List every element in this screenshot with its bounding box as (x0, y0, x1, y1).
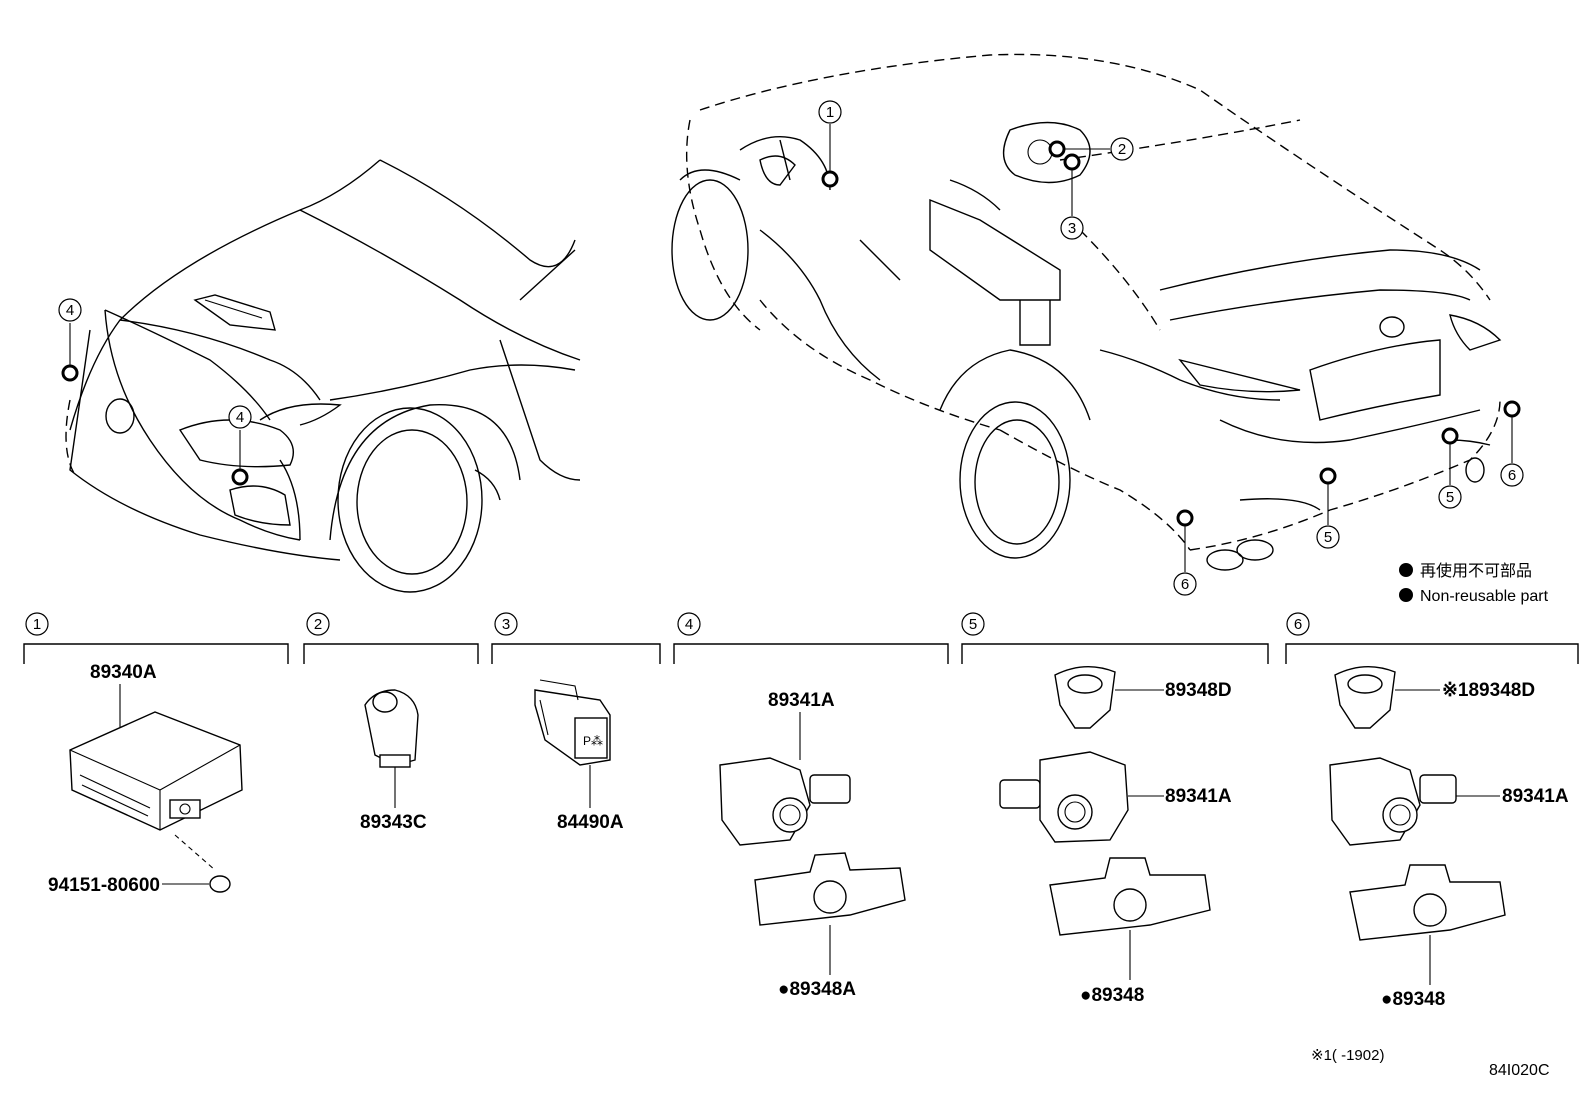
ecu-module-drawing (69, 711, 243, 831)
component-location-dot (821, 170, 839, 188)
callout-2-label: 2 (1118, 141, 1126, 158)
callout-5-label: 5 (1446, 489, 1454, 506)
group-2-circle (306, 612, 330, 636)
part-89348A: ●89348A (778, 979, 856, 1000)
callout-4-label: 4 (236, 409, 244, 426)
non-reusable-marker-icon (1399, 588, 1413, 602)
front-car-illustration: 4 4 (58, 159, 581, 593)
group-5-circle (961, 612, 985, 636)
group-3-number: 3 (502, 616, 510, 633)
rear-car-illustration: 1 2 3 5 5 6 6 (671, 53, 1524, 596)
group-2-parts: 89343C (360, 689, 427, 833)
group-1-number: 1 (33, 616, 41, 633)
group-6-parts: ※189348D 89341A ●89348 (1329, 666, 1569, 1010)
sensor-location-dot (61, 364, 79, 382)
part-84490A: 84490A (557, 812, 624, 833)
group-5-bracket (961, 643, 1269, 664)
clip-drawing (209, 875, 231, 893)
callout-6-label: 6 (1508, 467, 1516, 484)
part-94151-80600: 94151-80600 (48, 875, 160, 896)
part-89341A-g5: 89341A (1165, 786, 1232, 807)
callout-5-circle (1316, 525, 1340, 549)
group-3-bracket (491, 643, 661, 664)
group-3-circle (494, 612, 518, 636)
part-89348D-g6: ※189348D (1442, 680, 1535, 701)
group-5-parts: 89348D 89341A ●89348 (999, 666, 1232, 1006)
callout-2-circle (1110, 137, 1134, 161)
part-89340A: 89340A (90, 662, 157, 683)
group-1-bracket (23, 643, 289, 664)
callout-4-circle (58, 298, 82, 322)
callout-6-circle (1500, 463, 1524, 487)
part-89341A: 89341A (768, 690, 835, 711)
part-89348-g6: ●89348 (1381, 989, 1445, 1010)
group-6-circle (1286, 612, 1310, 636)
part-89348D: 89348D (1165, 680, 1232, 701)
sensor-location-dot (1441, 427, 1459, 445)
callout-6-circle (1173, 572, 1197, 596)
svg-text:P⁂: P⁂ (583, 734, 603, 748)
sensor-location-dot (1503, 400, 1521, 418)
part-89343C: 89343C (360, 812, 427, 833)
group-5-number: 5 (969, 616, 977, 633)
group-4-circle (677, 612, 701, 636)
callout-3-circle (1060, 216, 1084, 240)
group-6-bracket (1285, 643, 1579, 664)
group-6-number: 6 (1294, 616, 1302, 633)
callout-4-circle (228, 405, 252, 429)
part-89341A-g6: 89341A (1502, 786, 1569, 807)
group-4-bracket (673, 643, 949, 664)
part-89348-g5: ●89348 (1080, 985, 1144, 1006)
group-2-bracket (303, 643, 479, 664)
group-4-parts: 89341A ●89348A (719, 690, 906, 1000)
component-location-dot (1063, 153, 1081, 171)
component-location-dot (1048, 140, 1066, 158)
group-1-parts: 89340A 94151-80600 (48, 662, 243, 896)
callout-1-label: 1 (826, 104, 834, 121)
callout-5-circle (1438, 485, 1462, 509)
legend-jp: 再使用不可部品 (1420, 562, 1532, 580)
legend-en: Non-reusable part (1420, 588, 1549, 605)
callout-3-label: 3 (1068, 220, 1076, 237)
non-reusable-marker-icon (1399, 563, 1413, 577)
sensor-location-dot (231, 468, 249, 486)
group-2-number: 2 (314, 616, 322, 633)
callout-5-label: 5 (1324, 529, 1332, 546)
group-4-number: 4 (685, 616, 693, 633)
group-3-parts: P⁂ 84490A (534, 679, 624, 833)
legend: 再使用不可部品 Non-reusable part (1399, 562, 1549, 605)
callout-4-label: 4 (66, 302, 74, 319)
sensor-location-dot (1319, 467, 1337, 485)
group-1-circle (25, 612, 49, 636)
group-brackets: 1 2 3 4 5 6 (23, 612, 1579, 664)
footnote: ※1( -1902) (1311, 1047, 1384, 1064)
callout-6-label: 6 (1181, 576, 1189, 593)
callout-1-circle (818, 100, 842, 124)
diagram-code: 84I020C (1489, 1062, 1550, 1079)
sensor-location-dot (1176, 509, 1194, 527)
